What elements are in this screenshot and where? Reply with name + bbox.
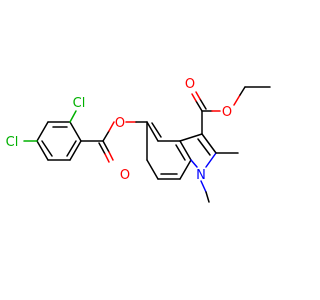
bond	[191, 93, 197, 102]
bond	[175, 144, 186, 161]
atom-label-nitrogen: N	[196, 168, 206, 183]
bond	[233, 94, 241, 106]
bond	[98, 142, 106, 155]
bond	[179, 140, 192, 161]
bond	[239, 86, 246, 96]
atom-label-chlorine: Cl	[6, 135, 19, 150]
atom-label-oxygen: O	[185, 77, 195, 92]
bond	[205, 191, 210, 203]
bond	[104, 153, 110, 163]
bond	[69, 140, 82, 161]
atom-label-oxygen: O	[222, 105, 232, 120]
bond	[205, 152, 217, 168]
bond	[69, 110, 77, 123]
bond	[179, 159, 192, 180]
atom-label-chlorine: Cl	[73, 96, 86, 111]
bond	[36, 140, 49, 161]
bond	[66, 140, 77, 157]
bond	[200, 180, 207, 193]
bond	[102, 140, 110, 153]
bond	[108, 121, 115, 132]
bond	[102, 130, 110, 142]
molecule-structure: Cl Cl O O O O N	[6, 77, 271, 203]
atom-labels: Cl Cl O O O O N	[6, 77, 232, 183]
bond	[108, 151, 114, 161]
bond	[201, 133, 217, 154]
atom-label-oxygen: O	[115, 116, 125, 131]
bond	[197, 138, 211, 156]
bond	[195, 100, 203, 112]
bond	[69, 121, 82, 142]
bond	[151, 122, 162, 138]
atom-label-oxygen: O	[120, 168, 130, 183]
bond	[195, 91, 201, 100]
bond	[146, 159, 159, 180]
bond	[199, 98, 207, 110]
bond	[146, 121, 159, 142]
bond	[41, 140, 53, 157]
bond	[36, 121, 49, 142]
bond	[190, 159, 198, 168]
bond	[179, 133, 203, 142]
bonds	[23, 86, 271, 203]
